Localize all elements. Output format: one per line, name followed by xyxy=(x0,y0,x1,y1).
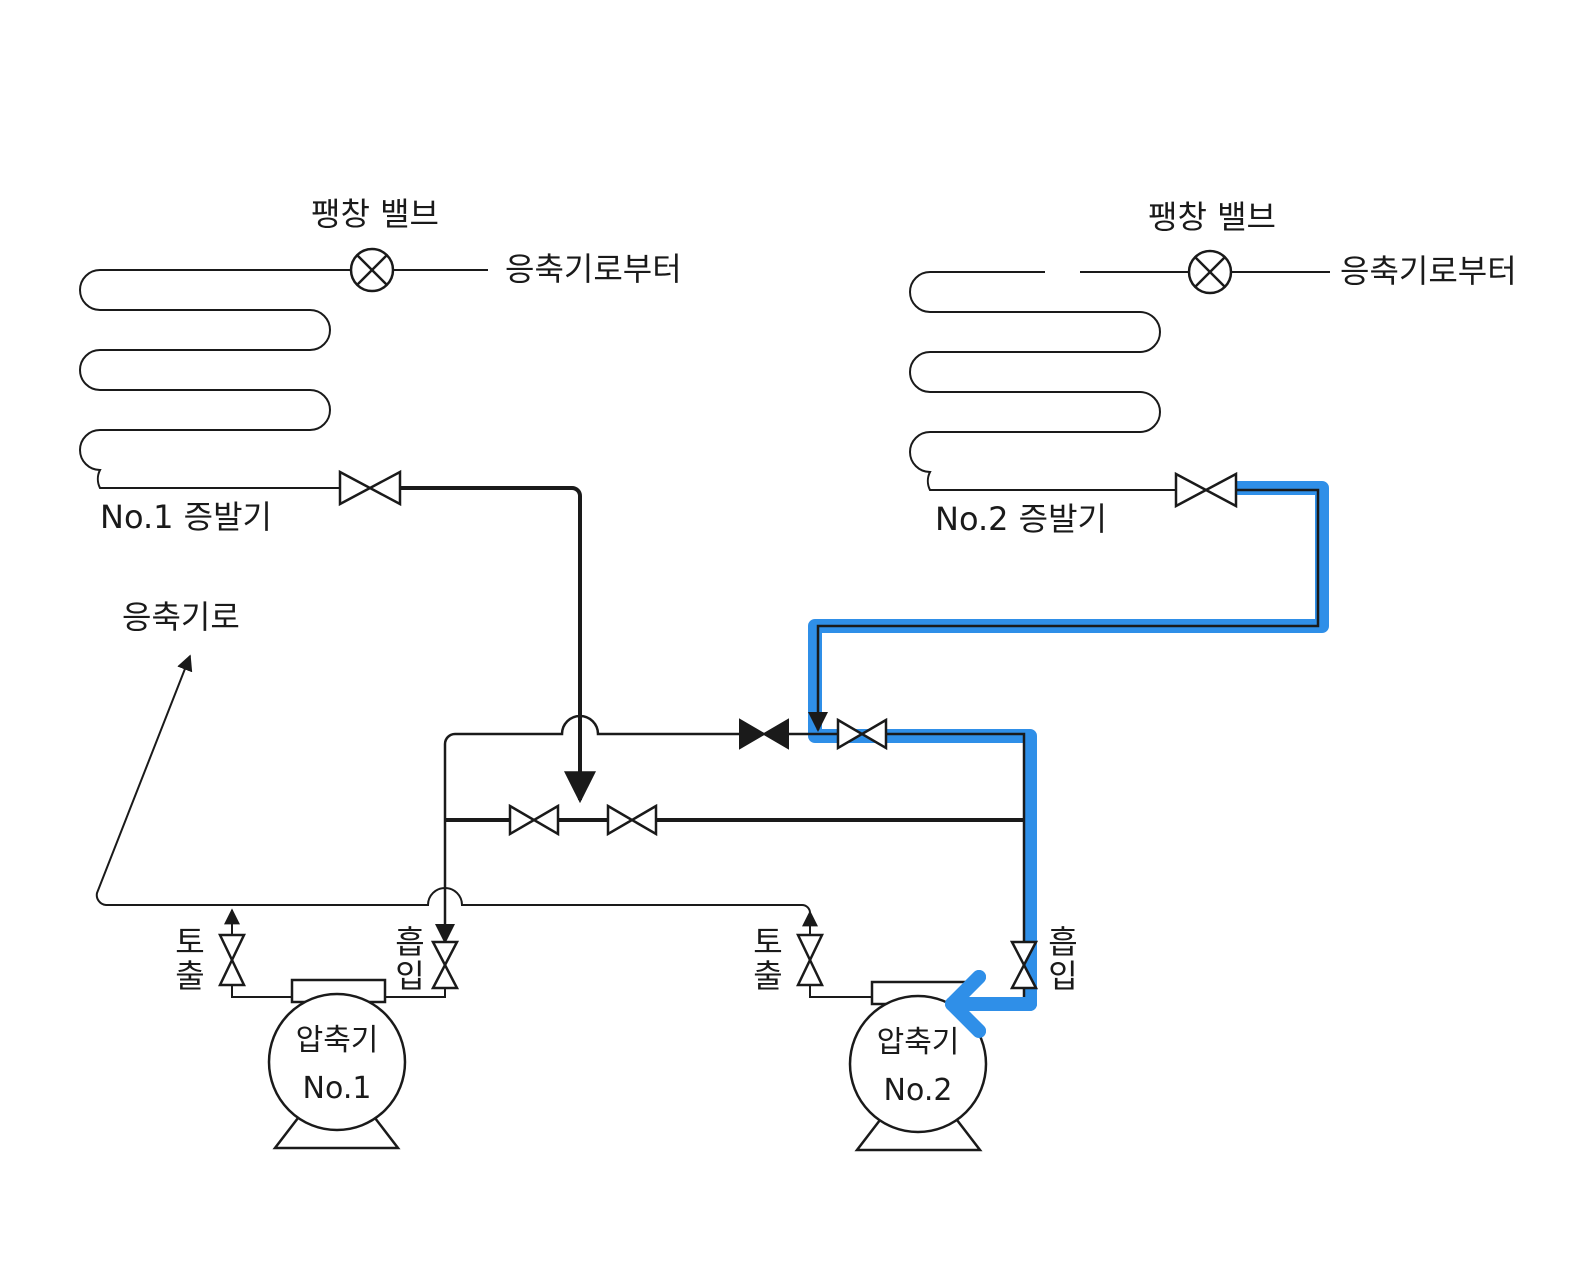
compressor-1-suction-stub xyxy=(385,988,446,998)
no2-suction-pipe xyxy=(886,732,1026,1002)
discharge-header xyxy=(232,887,811,935)
suction-2-label-bottom: 입 xyxy=(1048,957,1077,995)
compressor-2 xyxy=(848,980,988,1152)
discharge-2-label-bottom: 출 xyxy=(753,957,782,995)
evaporator-1-suction-pipe xyxy=(400,486,596,804)
compressor-2-number: No.2 xyxy=(884,1073,953,1108)
suction-1-label-top: 흡 xyxy=(395,923,424,961)
evaporator-2-suction-pipe xyxy=(808,488,1320,732)
expansion-valve-1-label: 팽창 밸브 xyxy=(311,195,439,233)
upper-header-pipe xyxy=(443,714,740,820)
lower-header-valve-left-icon xyxy=(508,803,560,837)
discharge-1-label-top: 토 xyxy=(175,923,204,961)
discharge-1-label-bottom: 출 xyxy=(175,957,204,995)
to-condenser-arrow xyxy=(95,654,232,906)
highlight-arrow-head xyxy=(945,970,1037,1038)
to-condenser-label: 응축기로 xyxy=(122,598,240,636)
from-condenser-2-label: 응축기로부터 xyxy=(1340,252,1517,290)
evaporator-2-label: No.2 증발기 xyxy=(935,500,1107,538)
from-condenser-1-label: 응축기로부터 xyxy=(505,250,682,288)
compressor-1-discharge-stub xyxy=(231,985,292,998)
discharge-2-label-top: 토 xyxy=(753,923,782,961)
expansion-valve-2-label: 팽창 밸브 xyxy=(1148,198,1276,236)
evaporator-1-outlet-valve-icon xyxy=(338,469,402,507)
compressor-2-discharge-stub xyxy=(809,985,872,998)
discharge-valve-1-icon xyxy=(218,933,246,987)
compressor-1 xyxy=(267,978,407,1150)
discharge-valve-2-icon xyxy=(796,933,824,987)
compressor-1-name: 압축기 xyxy=(296,1023,379,1058)
evaporator-1-label: No.1 증발기 xyxy=(100,498,272,536)
expansion-valve-1-icon xyxy=(349,247,395,293)
evaporator-2-outlet-valve-icon xyxy=(1174,471,1238,509)
expansion-valve-2-icon xyxy=(1187,249,1233,295)
suction-valve-1-icon xyxy=(430,940,460,990)
evaporator-1-coil xyxy=(79,269,370,489)
no2-suction-valve-icon xyxy=(836,717,888,751)
lower-header-valve-right-icon xyxy=(606,803,658,837)
compressor-1-number: No.1 xyxy=(303,1071,372,1106)
crossover-valve-solid-icon xyxy=(739,718,789,750)
suction-2-label-top: 흡 xyxy=(1048,923,1077,961)
compressor-2-name: 압축기 xyxy=(877,1025,960,1060)
evaporator-2-coil xyxy=(909,271,1176,491)
suction-valve-2-icon xyxy=(1009,940,1039,990)
suction-1-label-bottom: 입 xyxy=(395,957,424,995)
